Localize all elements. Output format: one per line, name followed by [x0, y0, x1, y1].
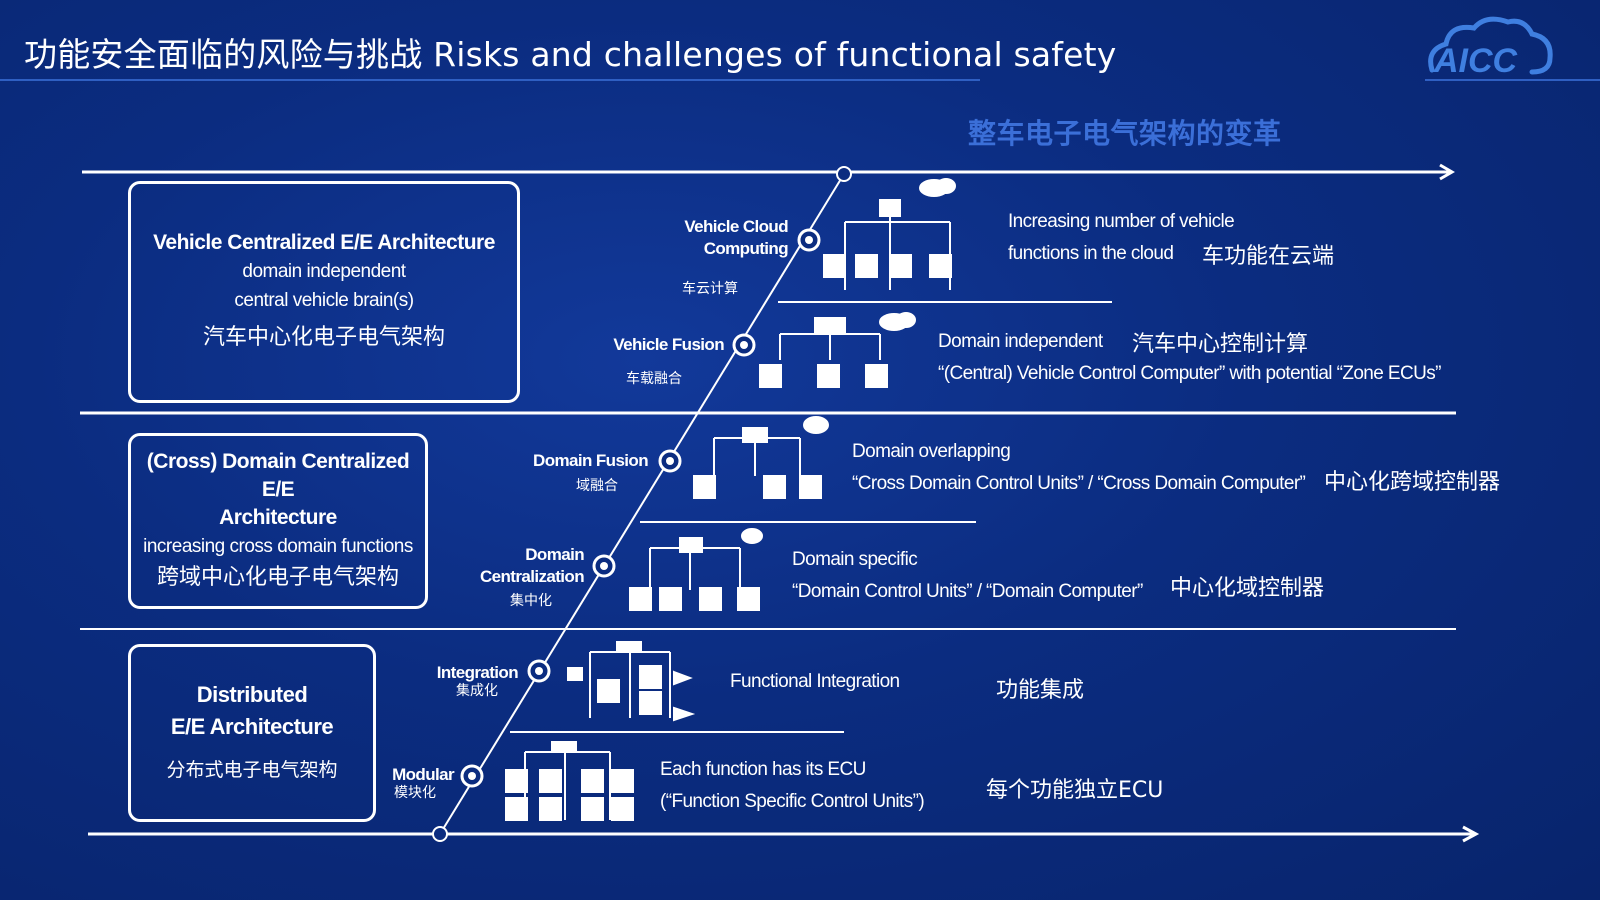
- stage-en: Domain: [525, 545, 584, 564]
- stage-label-domain-centralization: Domain Centralization: [479, 544, 585, 588]
- stage-desc-domain-centralization: Domain specific “Domain Control Units” /…: [792, 544, 1143, 608]
- category-line: central vehicle brain(s): [234, 290, 414, 311]
- stage-label-integration: Integration: [436, 663, 519, 682]
- category-title: Architecture: [219, 505, 337, 529]
- modular-network-icon: [505, 741, 634, 821]
- stage-label-domain-fusion: Domain Fusion: [533, 451, 649, 470]
- desc-line: Domain independent: [938, 331, 1103, 352]
- stage-desc-domain-fusion: Domain overlapping “Cross Domain Control…: [852, 436, 1306, 500]
- category-title: Vehicle Centralized E/E Architecture: [153, 231, 495, 254]
- stage-zh-cloud: 车云计算: [682, 281, 738, 297]
- stage-zh-desc-cloud: 车功能在云端: [1202, 244, 1335, 269]
- category-title: (Cross) Domain Centralized E/E: [146, 449, 410, 501]
- stage-zh-desc-integration: 功能集成: [996, 678, 1085, 703]
- logo-divider: [1425, 79, 1600, 81]
- domain-centralization-network-icon: [629, 528, 763, 611]
- desc-line: “Cross Domain Control Units” / “Cross Do…: [852, 473, 1306, 494]
- logo-text: AICC: [1433, 42, 1518, 80]
- stage-zh-domain-fusion: 域融合: [576, 478, 618, 494]
- desc-line: Domain overlapping: [852, 441, 1011, 462]
- stage-node-domain-centralization: [592, 554, 616, 578]
- stage-zh-vehicle-fusion: 车载融合: [626, 371, 682, 387]
- desc-line: “Domain Control Units” / “Domain Compute…: [792, 581, 1143, 602]
- category-box-distributed: Distributed E/E Architecture 分布式电子电气架构: [128, 644, 376, 822]
- category-box-vehicle-centralized: Vehicle Centralized E/E Architecture dom…: [128, 181, 520, 403]
- desc-line: “(Central) Vehicle Control Computer” wit…: [938, 363, 1441, 384]
- desc-line: Each function has its ECU: [660, 759, 866, 780]
- title-divider: [0, 79, 980, 81]
- stage-zh-desc-vehicle-fusion: 汽车中心控制计算: [1132, 332, 1309, 357]
- integration-network-icon: [567, 641, 696, 722]
- category-line: domain independent: [242, 261, 406, 282]
- domain-fusion-network-icon: [693, 416, 829, 499]
- stage-node-vehicle-fusion: [732, 333, 756, 357]
- stage-node-domain-fusion: [658, 449, 682, 473]
- stage-en: Vehicle Cloud: [684, 217, 788, 236]
- stage-zh-integration: 集成化: [456, 683, 498, 699]
- subheading: 整车电子电气架构的变革: [968, 117, 1282, 150]
- evolution-path: [439, 173, 845, 835]
- category-line: increasing cross domain functions: [143, 535, 413, 557]
- category-zh: 跨域中心化电子电气架构: [156, 564, 399, 590]
- stage-desc-integration: Functional Integration: [730, 666, 900, 698]
- stage-desc-modular: Each function has its ECU (“Function Spe…: [660, 754, 925, 818]
- stage-label-vehicle-fusion: Vehicle Fusion: [613, 335, 724, 354]
- desc-line: Increasing number of vehicle: [1008, 211, 1235, 232]
- vehicle-fusion-network-icon: [759, 312, 916, 388]
- stage-desc-vehicle-fusion: Domain independent “(Central) Vehicle Co…: [938, 326, 1441, 390]
- category-zh: 分布式电子电气架构: [166, 759, 338, 781]
- desc-line: Domain specific: [792, 549, 918, 570]
- stage-zh-desc-domain-fusion: 中心化跨域控制器: [1324, 470, 1501, 495]
- desc-line: functions in the cloud: [1008, 243, 1174, 264]
- stage-node-cloud-computing: [797, 228, 821, 252]
- category-box-cross-domain: (Cross) Domain Centralized E/E Architect…: [128, 433, 428, 609]
- stage-en: Centralization: [479, 567, 585, 586]
- category-title: E/E Architecture: [170, 714, 334, 739]
- stage-zh-modular: 模块化: [394, 785, 436, 801]
- aicc-logo-icon: AICC: [1428, 16, 1553, 80]
- stage-label-modular: Modular: [392, 765, 455, 784]
- page-title: 功能安全面临的风险与挑战 Risks and challenges of fun…: [24, 35, 1117, 74]
- category-title: Distributed: [196, 682, 308, 707]
- stage-en: Computing: [703, 239, 789, 258]
- stage-desc-cloud: Increasing number of vehicle functions i…: [1008, 206, 1235, 270]
- stage-zh-desc-domain-centralization: 中心化域控制器: [1170, 576, 1325, 601]
- stage-zh-desc-modular: 每个功能独立ECU: [986, 778, 1164, 803]
- stage-label-cloud: Vehicle Cloud Computing: [684, 216, 788, 260]
- desc-line: (“Function Specific Control Units”): [660, 791, 925, 812]
- desc-line: Functional Integration: [730, 671, 900, 692]
- category-zh: 汽车中心化电子电气架构: [202, 325, 445, 350]
- stage-zh-domain-centralization: 集中化: [510, 593, 552, 609]
- cloud-network-icon: [823, 178, 956, 290]
- stage-node-modular: [460, 764, 484, 788]
- stage-node-integration: [527, 659, 551, 683]
